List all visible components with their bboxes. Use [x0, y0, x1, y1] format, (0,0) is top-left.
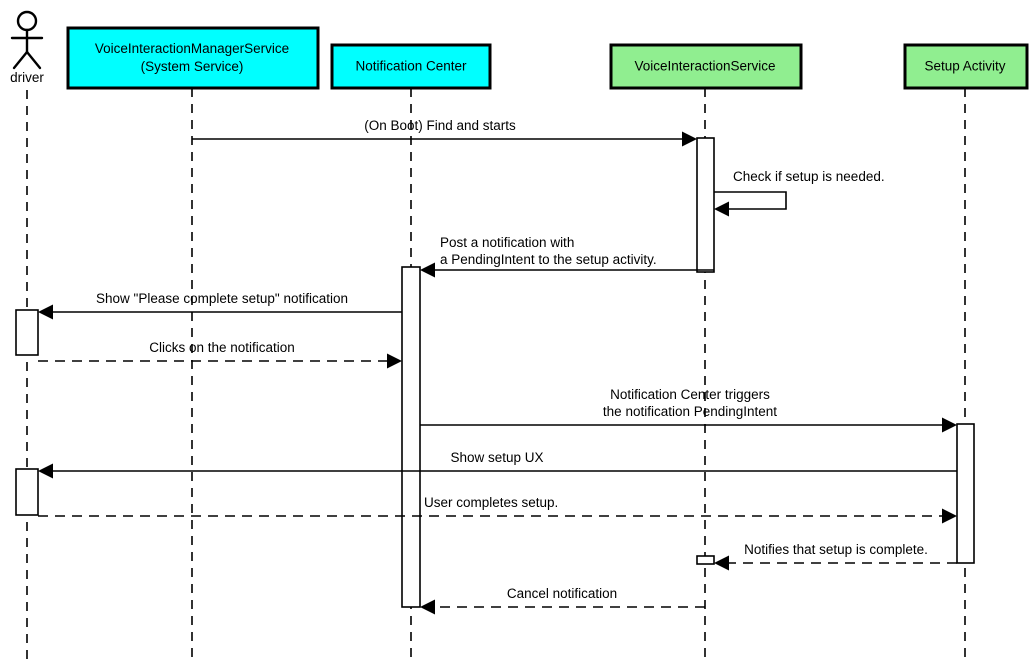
activation-bar-setup_activity-5 [956, 423, 975, 564]
arrowhead-m6 [942, 417, 957, 433]
participant-label-vims: VoiceInteractionManagerService(System Se… [95, 41, 289, 74]
activation-bars-layer [15, 137, 975, 608]
arrowhead-m1 [682, 131, 697, 147]
arrowhead-m5 [387, 353, 402, 369]
activation-bar-vis-4 [696, 555, 715, 565]
participant-label-vis: VoiceInteractionService [634, 58, 775, 73]
activation-bar-notification_center-2 [401, 266, 421, 608]
arrowhead-m7 [38, 463, 53, 479]
activation-bar-driver-0 [15, 309, 39, 356]
message-m1: (On Boot) Find and starts [192, 118, 697, 147]
actor-leg-right-icon [25, 50, 42, 70]
arrowhead-m10 [420, 599, 435, 615]
participant-label-notification_center: Notification Center [355, 58, 467, 73]
message-label-m7: Show setup UX [450, 450, 543, 465]
message-label-m10: Cancel notification [507, 586, 617, 601]
actor-leg-left-icon [12, 50, 29, 70]
message-m7: Show setup UX [38, 450, 957, 479]
arrowhead-m3 [420, 262, 435, 278]
participant-box-setup_activity[interactable] [903, 43, 1029, 90]
message-label-m4: Show "Please complete setup" notificatio… [96, 291, 348, 306]
participant-box-vis[interactable] [609, 43, 803, 90]
participant-box-vims[interactable] [66, 26, 320, 90]
message-m5: Clicks on the notification [38, 340, 402, 369]
message-path-m2 [714, 191, 787, 210]
message-m4: Show "Please complete setup" notificatio… [38, 291, 402, 320]
message-label-m9: Notifies that setup is complete. [744, 542, 928, 557]
participant-label-setup_activity: Setup Activity [924, 58, 1005, 73]
participant-driver[interactable]: driver [10, 10, 44, 85]
participant-setup_activity[interactable]: Setup Activity [903, 43, 1029, 90]
message-m9: Notifies that setup is complete. [714, 542, 957, 571]
activation-bar-vis-3 [696, 137, 715, 273]
message-label-m1: (On Boot) Find and starts [364, 118, 516, 133]
message-m10: Cancel notification [420, 586, 705, 615]
participants-layer: driver VoiceInteractionManagerService(Sys… [10, 10, 1029, 90]
participant-box-notification_center[interactable] [330, 43, 492, 90]
message-label-m8: User completes setup. [424, 495, 558, 510]
arrowhead-m9 [714, 555, 729, 571]
participant-label-driver: driver [10, 70, 44, 85]
message-m2: Check if setup is needed. [714, 169, 885, 217]
arrowhead-m8 [942, 508, 957, 524]
participant-vis[interactable]: VoiceInteractionService [609, 43, 803, 90]
arrowhead-m2 [714, 201, 729, 217]
participant-vims[interactable]: VoiceInteractionManagerService(System Se… [66, 26, 320, 90]
arrowhead-m4 [38, 304, 53, 320]
participant-notification_center[interactable]: Notification Center [330, 43, 492, 90]
message-label-m5: Clicks on the notification [149, 340, 295, 355]
actor-head-icon [16, 10, 38, 32]
message-m8: User completes setup. [38, 495, 957, 524]
activation-bar-driver-1 [15, 468, 39, 516]
message-label-m2: Check if setup is needed. [733, 169, 885, 184]
